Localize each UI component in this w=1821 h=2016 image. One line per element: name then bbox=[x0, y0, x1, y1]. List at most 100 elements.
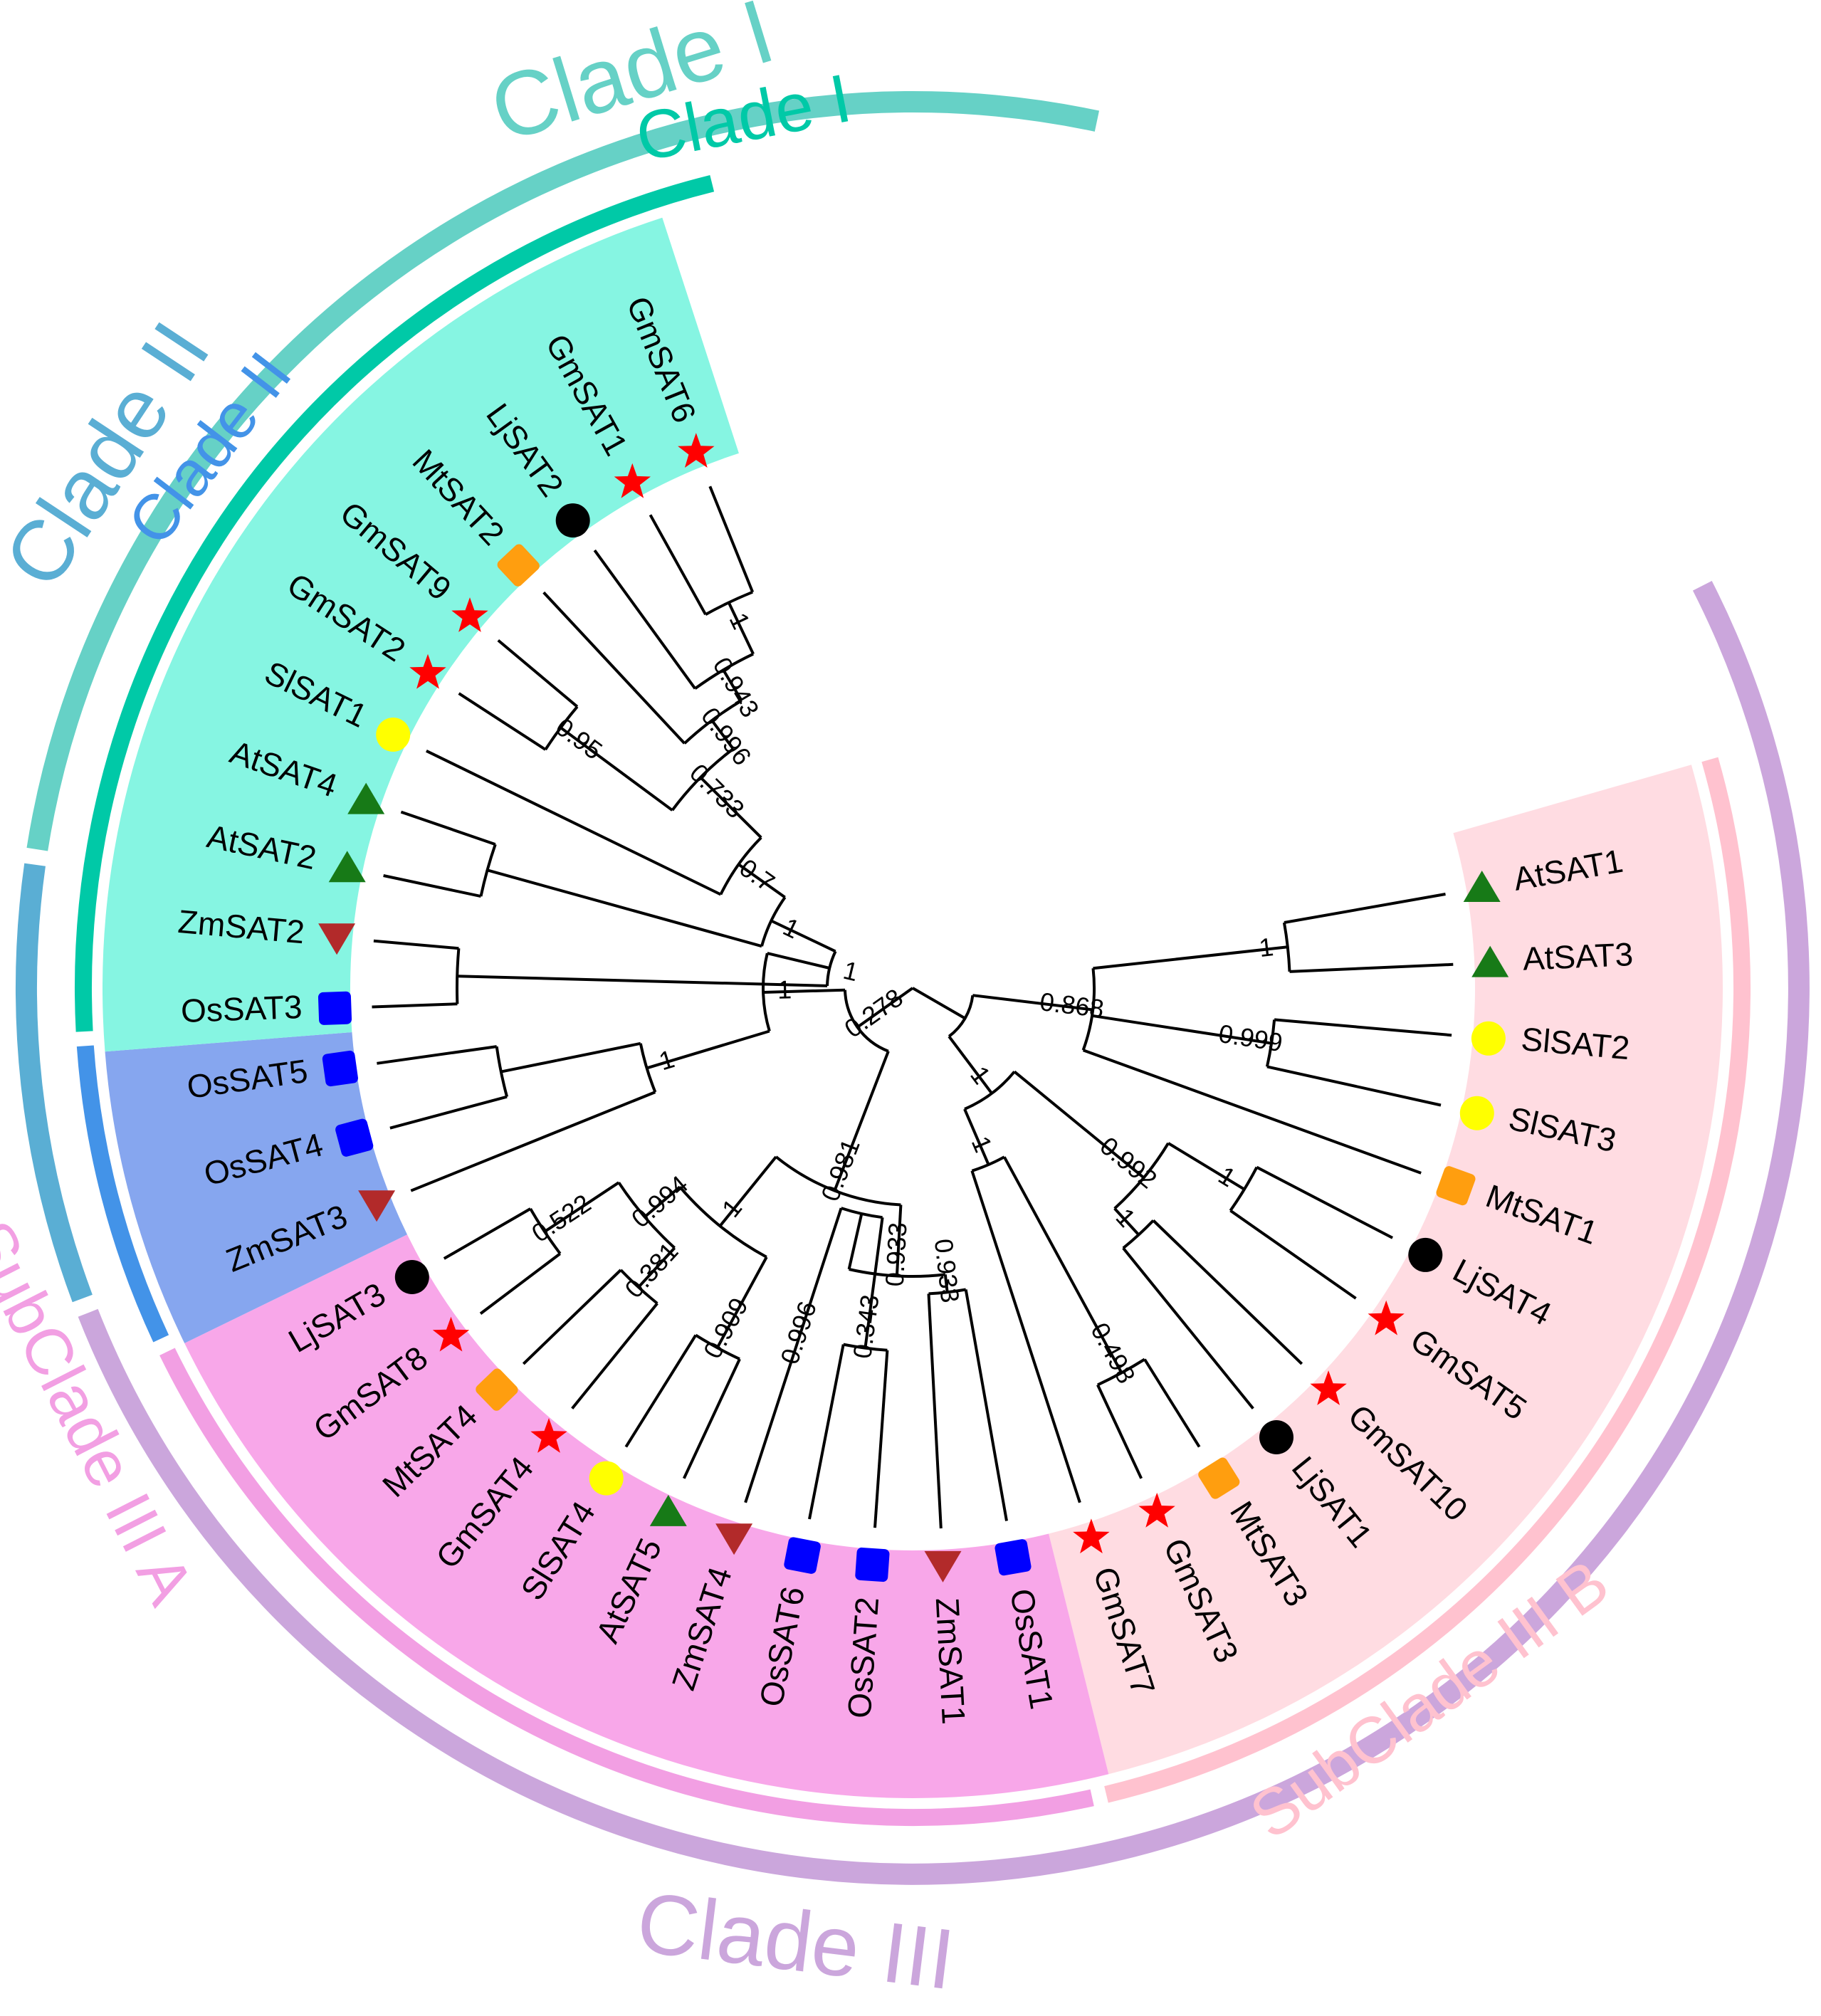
leaf-label: OsSAT2 bbox=[840, 1596, 886, 1720]
branch-arc bbox=[971, 1155, 1005, 1172]
branch bbox=[1113, 1207, 1140, 1236]
gm-marker-star-icon bbox=[530, 1418, 567, 1453]
sl-marker-circle-icon bbox=[589, 1461, 624, 1496]
bootstrap-value: 0.498 bbox=[1085, 1318, 1141, 1388]
branch bbox=[970, 1170, 1081, 1503]
sl-marker-circle-icon bbox=[1459, 1096, 1494, 1130]
branch bbox=[738, 863, 786, 899]
branch-arc bbox=[694, 652, 754, 690]
tree-branches bbox=[372, 485, 1454, 1529]
branch bbox=[373, 939, 459, 950]
branch bbox=[410, 1091, 656, 1192]
branch bbox=[479, 1252, 562, 1315]
clade-III-outer-label: Clade III bbox=[632, 1874, 960, 2007]
gm-marker-star-icon bbox=[1310, 1370, 1347, 1405]
branch-arc bbox=[1081, 967, 1096, 1051]
branch bbox=[383, 874, 481, 898]
at-marker-triangle-up-icon bbox=[1471, 945, 1509, 977]
clade-I-inner-ring bbox=[75, 174, 715, 1032]
branch-arc bbox=[678, 1186, 767, 1259]
branch bbox=[1013, 1070, 1145, 1179]
bootstrap-value: 0.933 bbox=[880, 1222, 913, 1287]
branch bbox=[722, 669, 743, 702]
branch-arc bbox=[849, 1268, 946, 1278]
branch bbox=[744, 1353, 796, 1503]
branch bbox=[767, 952, 830, 970]
branch bbox=[400, 810, 496, 846]
subclade-IIIB-background bbox=[1049, 765, 1723, 1775]
branch bbox=[699, 776, 762, 839]
branch bbox=[792, 1207, 843, 1355]
branch-arc bbox=[529, 1208, 562, 1255]
sl-marker-circle-icon bbox=[376, 718, 411, 752]
sl-marker-circle-icon bbox=[1471, 1021, 1506, 1056]
at-marker-triangle-up-icon bbox=[347, 782, 385, 814]
clade-I-background bbox=[102, 217, 739, 1052]
bootstrap-value: 0.909 bbox=[698, 1293, 754, 1363]
at-marker-triangle-up-icon bbox=[1463, 871, 1501, 902]
leaf-label: ZmSAT1 bbox=[929, 1597, 972, 1726]
branch bbox=[377, 1045, 497, 1065]
leaf-label: OsSAT3 bbox=[180, 988, 303, 1029]
branch bbox=[1229, 1209, 1357, 1300]
bootstrap-value: 1 bbox=[779, 912, 804, 945]
clade-II-background bbox=[105, 1032, 407, 1343]
at-marker-triangle-up-icon bbox=[328, 851, 366, 883]
lj-marker-circle-icon bbox=[555, 503, 590, 538]
branch bbox=[1274, 1018, 1452, 1037]
bootstrap-value: 1 bbox=[723, 608, 756, 634]
gm-marker-star-icon bbox=[1368, 1300, 1405, 1335]
clade-II-ring bbox=[15, 863, 93, 1303]
bootstrap-value: 0.733 bbox=[684, 758, 750, 824]
branch bbox=[649, 514, 707, 616]
branch-arc bbox=[683, 699, 742, 745]
gm-marker-star-icon bbox=[1138, 1492, 1175, 1528]
branch bbox=[710, 719, 735, 750]
os-marker-rounded-square-icon bbox=[855, 1547, 890, 1582]
branch-arc bbox=[762, 952, 771, 1032]
branch-arc bbox=[826, 950, 837, 986]
branch bbox=[624, 1334, 697, 1448]
branch bbox=[972, 994, 1093, 1012]
branch bbox=[763, 988, 846, 994]
branch bbox=[943, 1274, 949, 1293]
bootstrap-value: 0.981 bbox=[815, 1135, 866, 1205]
branch-arc bbox=[948, 994, 975, 1038]
branch bbox=[497, 639, 579, 708]
branch bbox=[1152, 1219, 1303, 1365]
branch bbox=[856, 987, 914, 1029]
branch bbox=[1096, 1384, 1143, 1479]
branch bbox=[1284, 893, 1446, 924]
branch bbox=[715, 1256, 768, 1349]
branch bbox=[808, 1344, 845, 1520]
branch-arc bbox=[456, 948, 461, 1004]
gm-marker-star-icon bbox=[614, 463, 651, 498]
zm-marker-triangle-down-icon bbox=[924, 1550, 962, 1582]
branch bbox=[895, 1204, 903, 1276]
branch bbox=[682, 1358, 741, 1479]
gm-marker-star-icon bbox=[432, 1316, 470, 1352]
subclade-IIIA-ring bbox=[159, 1348, 1094, 1827]
branch-arc bbox=[617, 1182, 676, 1249]
gm-marker-star-icon bbox=[409, 653, 446, 689]
branch-arc bbox=[719, 836, 762, 896]
branch bbox=[1091, 1014, 1272, 1045]
bootstrap-value: 1 bbox=[1214, 1160, 1241, 1192]
branch bbox=[864, 1217, 884, 1348]
branch bbox=[389, 1095, 508, 1130]
branch-arc bbox=[775, 1155, 901, 1207]
zm-marker-triangle-down-icon bbox=[318, 923, 356, 955]
branch bbox=[964, 1289, 1008, 1521]
os-marker-rounded-square-icon bbox=[784, 1537, 821, 1574]
branch bbox=[1093, 945, 1289, 970]
branch bbox=[458, 692, 547, 751]
clade-II-inner-ring bbox=[76, 1045, 169, 1343]
mt-marker-rounded-square-icon bbox=[1436, 1166, 1476, 1206]
at-marker-triangle-up-icon bbox=[649, 1494, 687, 1526]
subclade-IIIA-background bbox=[184, 1234, 1109, 1798]
branch bbox=[770, 919, 836, 953]
branch bbox=[644, 1185, 681, 1219]
branch bbox=[911, 987, 966, 1020]
branch bbox=[593, 549, 697, 690]
